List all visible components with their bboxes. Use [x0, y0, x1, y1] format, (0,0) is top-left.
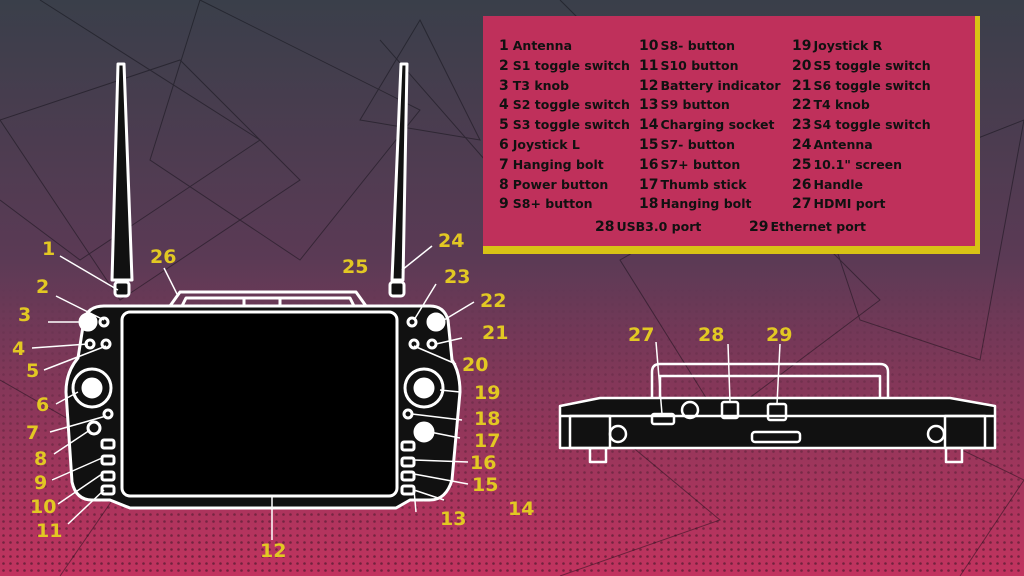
- handle: [168, 290, 368, 308]
- callout-number: 18: [474, 408, 501, 430]
- antenna-left: [110, 62, 134, 282]
- hdmi-port: [650, 412, 676, 426]
- callout-number: 26: [150, 246, 177, 268]
- callout-number: 19: [474, 382, 501, 404]
- back-button: [680, 400, 700, 420]
- screen: [120, 310, 399, 498]
- antenna-right: [390, 62, 409, 282]
- callout-number: 23: [444, 266, 471, 288]
- callout-number: 25: [342, 256, 369, 278]
- callout-number: 13: [440, 508, 467, 530]
- callout-number: 5: [26, 360, 40, 382]
- callout-number: 10: [30, 496, 57, 518]
- callout-number: 27: [628, 324, 655, 346]
- hanging-bolt-left: [102, 408, 114, 420]
- back-handle: [650, 362, 890, 398]
- knob-t4: [426, 312, 446, 332]
- callout-number: 20: [462, 354, 489, 376]
- power-button: [86, 420, 102, 436]
- antenna-right-base: [388, 280, 406, 298]
- callout-number: 7: [26, 422, 40, 444]
- callout-number: 8: [34, 448, 48, 470]
- callout-number: 14: [508, 498, 535, 520]
- callout-number: 2: [36, 276, 50, 298]
- callout-number: 11: [36, 520, 63, 542]
- callout-number: 15: [472, 474, 499, 496]
- handle-inner: [180, 296, 356, 308]
- callout-number: 1: [42, 238, 56, 260]
- callout-number: 4: [12, 338, 26, 360]
- knob-t3: [78, 312, 98, 332]
- callout-number: 28: [698, 324, 725, 346]
- callout-number: 3: [18, 304, 32, 326]
- callout-number: 17: [474, 430, 501, 452]
- back-slot: [750, 430, 802, 444]
- callout-number: 16: [470, 452, 497, 474]
- legend-panel: [483, 16, 975, 246]
- callout-number: 24: [438, 230, 465, 252]
- callout-number: 21: [482, 322, 509, 344]
- callout-number: 22: [480, 290, 507, 312]
- callout-number: 9: [34, 472, 48, 494]
- back-body: [558, 396, 997, 450]
- callout-number: 12: [260, 540, 287, 562]
- callout-number: 29: [766, 324, 793, 346]
- callout-number: 6: [36, 394, 50, 416]
